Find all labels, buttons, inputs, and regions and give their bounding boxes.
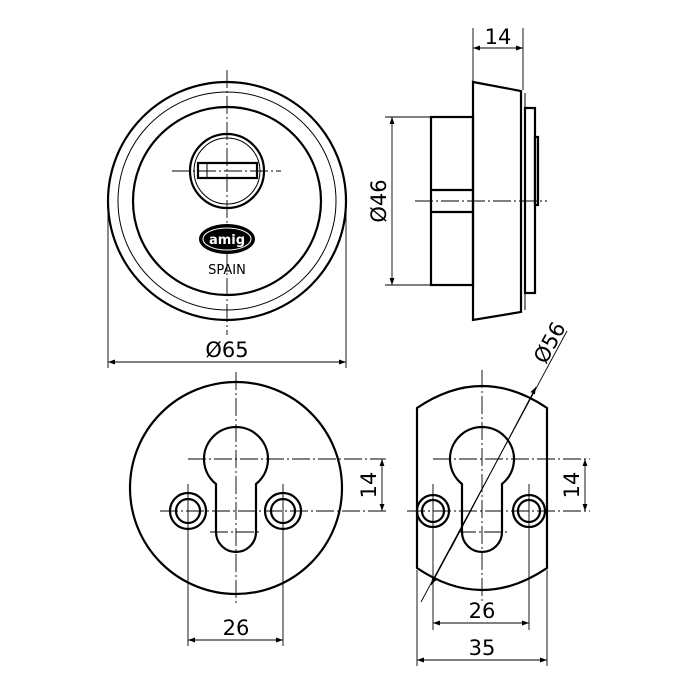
dimension-d65: Ø65 <box>205 338 248 362</box>
cap <box>523 106 537 295</box>
front-view: amig SPAIN Ø65 <box>106 70 348 368</box>
logo-text: amig <box>209 233 245 248</box>
plate-outline <box>415 385 549 591</box>
keyhole <box>448 425 516 554</box>
dimension-14: 14 <box>357 472 381 499</box>
spain-label: SPAIN <box>208 263 246 278</box>
dimension-d56: Ø56 <box>529 318 571 367</box>
dimension-35: 35 <box>469 636 496 660</box>
oval-plate-view: Ø56 14 26 35 <box>407 318 590 666</box>
dimension-14: 14 <box>560 472 584 499</box>
knob <box>533 135 540 207</box>
arrow-d56-bottom <box>430 511 471 586</box>
round-plate-view: 26 14 <box>128 372 386 646</box>
amig-logo: amig <box>199 224 255 254</box>
dimension-26: 26 <box>469 599 496 623</box>
side-view: 14 Ø46 <box>367 25 547 322</box>
keyhole <box>202 425 270 554</box>
dimension-14: 14 <box>485 25 512 49</box>
key-slot <box>196 161 259 180</box>
dimension-d46: Ø46 <box>367 179 391 222</box>
dimension-26: 26 <box>223 616 250 640</box>
